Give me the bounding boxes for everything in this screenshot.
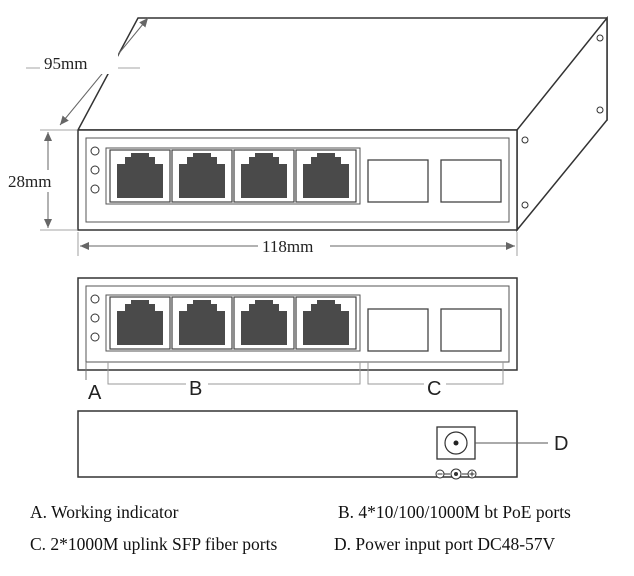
callout-d-label: D	[554, 433, 568, 455]
rear-panel-view: D	[77, 410, 568, 480]
callout-b: B	[107, 362, 361, 400]
power-port-icon	[436, 426, 476, 460]
front-panel-inner	[85, 137, 510, 223]
width-dimension: 118mm	[77, 232, 518, 257]
height-label: 28mm	[8, 172, 51, 191]
depth-label: 95mm	[44, 54, 87, 73]
rj45-port	[109, 296, 171, 350]
working-indicator-leds	[90, 294, 100, 342]
chassis-top-face	[76, 17, 608, 131]
callout-a: A	[85, 362, 102, 404]
sfp-port	[440, 308, 502, 352]
sfp-port	[367, 159, 429, 203]
rj45-port	[171, 149, 233, 203]
switch-3d-view: 95mm 28mm 118mm	[6, 15, 608, 257]
sfp-port	[367, 308, 429, 352]
front-panel-inner	[85, 285, 510, 363]
rj45-port-group	[105, 147, 361, 205]
callout-c: C	[367, 362, 504, 400]
rj45-port	[295, 149, 357, 203]
rj45-port	[295, 296, 357, 350]
width-label: 118mm	[262, 237, 313, 256]
height-dimension: 28mm	[6, 129, 78, 231]
callout-d: D	[475, 433, 568, 455]
rj45-port	[109, 149, 171, 203]
rj45-port	[171, 296, 233, 350]
front-panel-view: A B C	[77, 277, 518, 404]
legend-b: B. 4*10/100/1000M bt PoE ports	[338, 502, 571, 522]
legend-a: A. Working indicator	[30, 502, 179, 522]
rj45-port-group	[105, 294, 361, 352]
depth-dimension: 95mm	[26, 17, 149, 126]
rj45-port	[233, 296, 295, 350]
legend-c: C. 2*1000M uplink SFP fiber ports	[30, 534, 278, 554]
legend-d: D. Power input port DC48-57V	[334, 534, 556, 554]
working-indicator-leds	[90, 146, 100, 194]
polarity-symbol-icon	[435, 468, 477, 480]
screw-icon	[521, 34, 604, 209]
callout-a-label: A	[88, 382, 102, 404]
sfp-port	[440, 159, 502, 203]
callout-c-label: C	[427, 378, 441, 400]
rj45-port	[233, 149, 295, 203]
callout-b-label: B	[189, 378, 202, 400]
